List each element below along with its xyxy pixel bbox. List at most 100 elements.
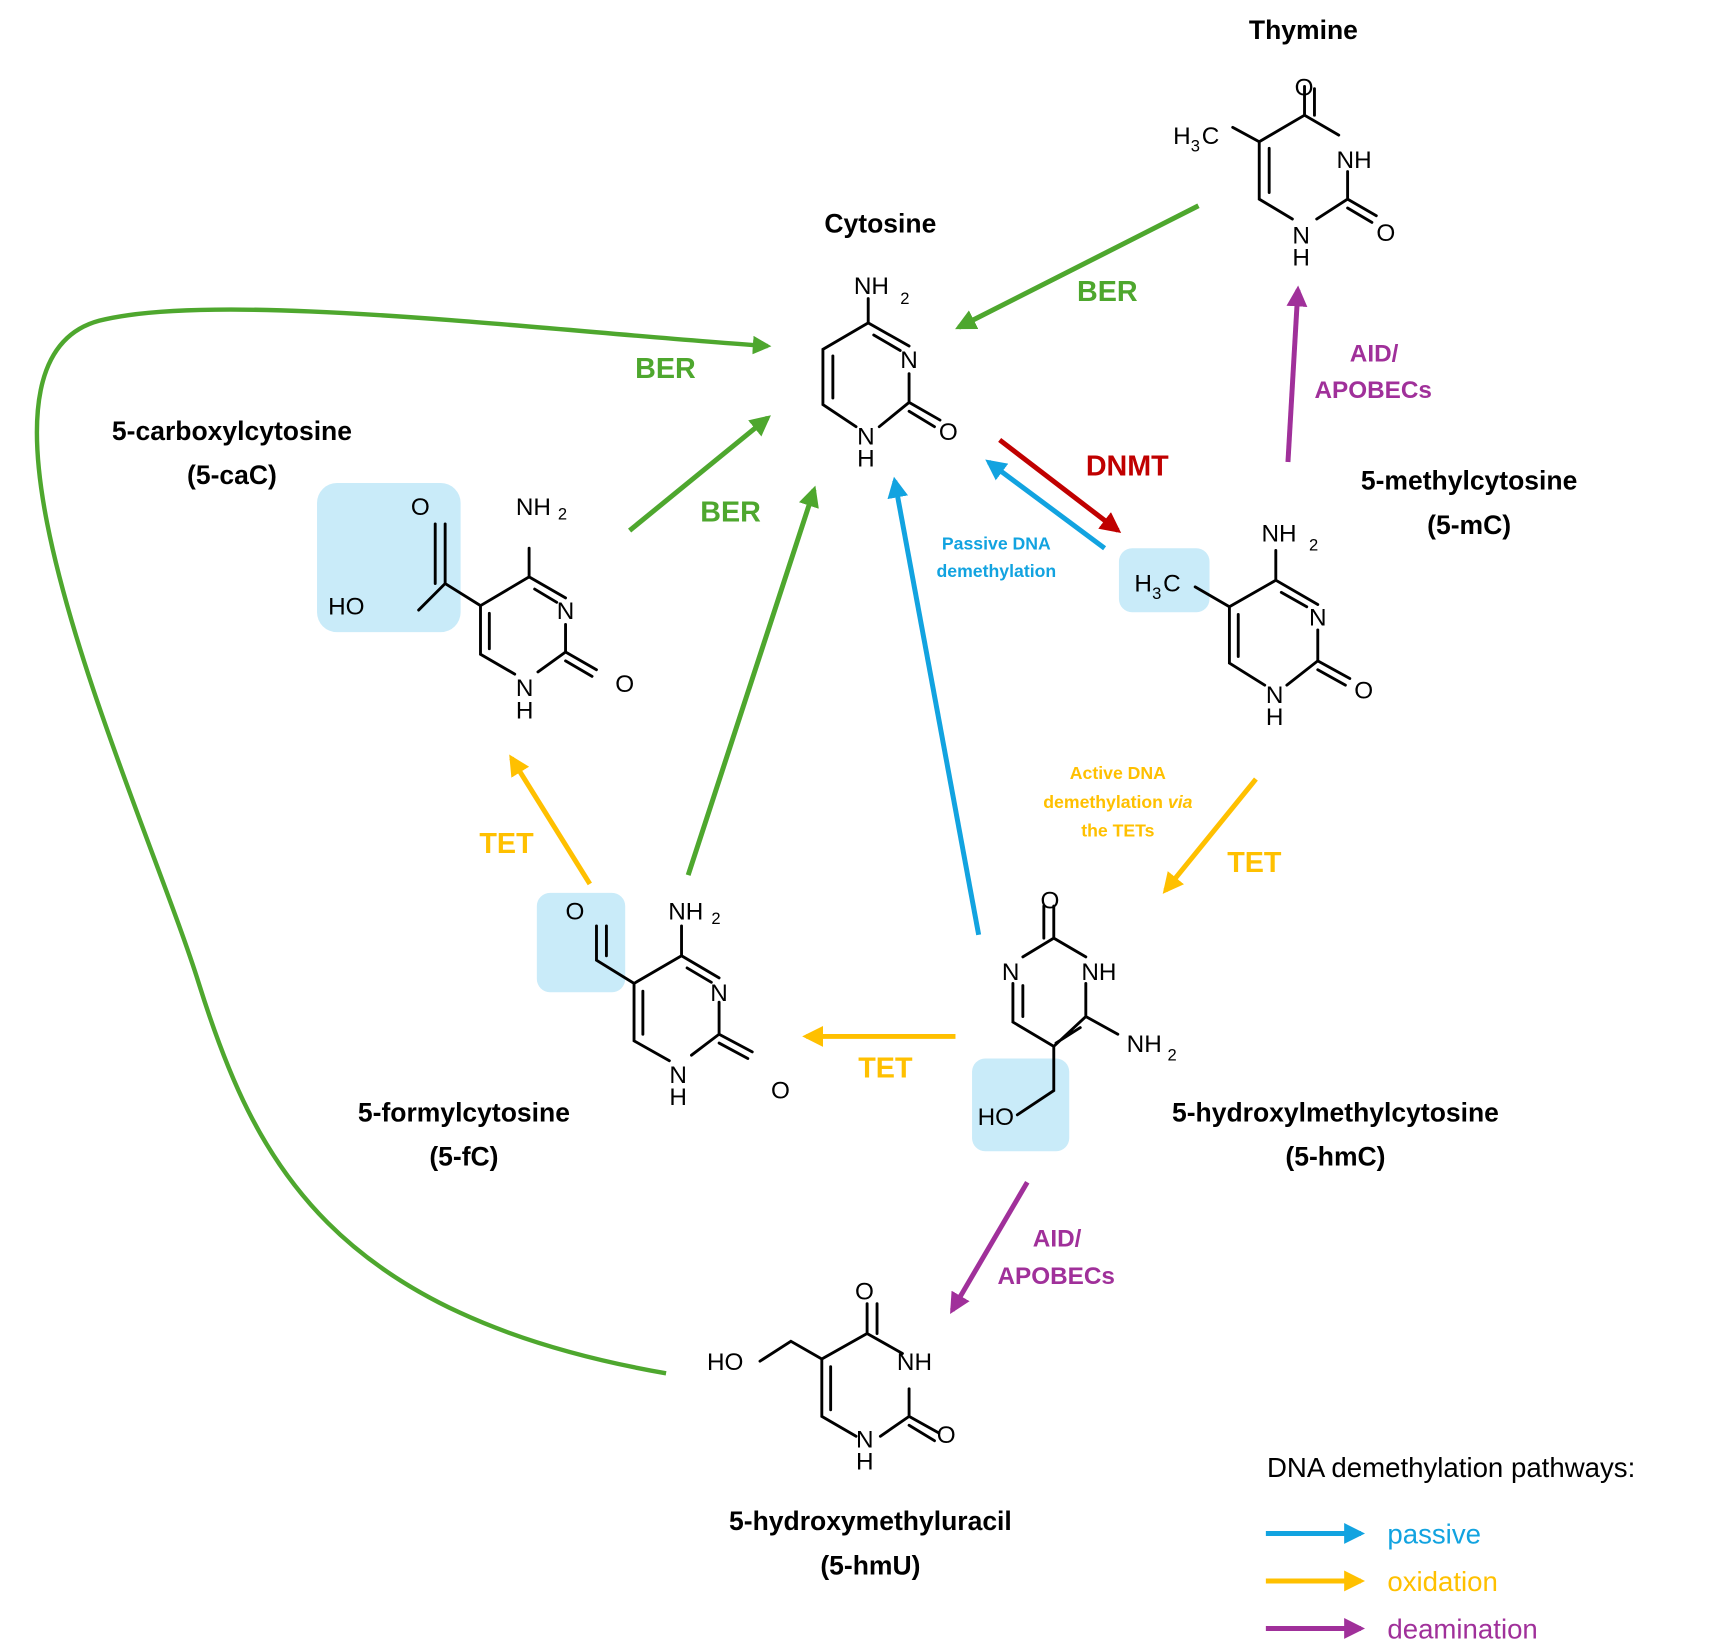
deamination-arrow-hmc-to-hmu bbox=[950, 1180, 1030, 1314]
h3c-group: H bbox=[1173, 123, 1191, 150]
hmc-structure: O N NH NH 2 HO bbox=[978, 887, 1177, 1131]
aid-label-mc-line2: APOBECs bbox=[1314, 377, 1431, 404]
legend-label-deamination: deamination bbox=[1387, 1613, 1537, 1644]
tet-label-hmc: TET bbox=[858, 1052, 913, 1084]
nh2-group: NH bbox=[668, 898, 703, 925]
active-note-line2: demethylation via bbox=[1043, 792, 1192, 812]
o-atom: O bbox=[939, 419, 958, 446]
o-atom: O bbox=[615, 671, 634, 698]
h-atom: H bbox=[857, 445, 875, 472]
n-atom: N bbox=[1002, 959, 1020, 986]
nh-atom: NH bbox=[1081, 959, 1116, 986]
active-note-via: via bbox=[1168, 792, 1193, 812]
nh-atom: NH bbox=[897, 1349, 932, 1376]
n-atom: N bbox=[1266, 682, 1284, 709]
n-atom: N bbox=[1292, 222, 1310, 249]
c-atom: C bbox=[1163, 570, 1181, 597]
dnmt-arrow-cytosine-to-mc bbox=[998, 437, 1122, 534]
aid-label-hmc-line2: APOBECs bbox=[997, 1263, 1114, 1290]
h-atom: H bbox=[516, 697, 534, 724]
passive-note-line2: demethylation bbox=[936, 561, 1056, 581]
fc-abbr: (5-fC) bbox=[429, 1142, 498, 1172]
o-atom: O bbox=[771, 1077, 790, 1104]
ber-label-hmu: BER bbox=[635, 353, 696, 385]
n-atom: N bbox=[857, 423, 875, 450]
c-atom: C bbox=[1202, 123, 1220, 150]
n-atom: N bbox=[900, 347, 918, 374]
n-atom: N bbox=[516, 675, 534, 702]
nh2-group: NH bbox=[1261, 521, 1296, 548]
hmu-structure: O HO NH N H O bbox=[707, 1278, 956, 1475]
h-atom: H bbox=[1266, 704, 1284, 731]
subscript-2: 2 bbox=[1168, 1046, 1177, 1065]
n-atom: N bbox=[1309, 605, 1327, 632]
cytosine-structure: NH 2 N N H O bbox=[821, 273, 958, 472]
nh-atom: NH bbox=[1337, 147, 1372, 174]
n-atom: N bbox=[710, 980, 728, 1007]
h-atom: H bbox=[856, 1448, 874, 1475]
fc-name: 5-formylcytosine bbox=[358, 1097, 570, 1127]
ber-arrow-thymine-to-cytosine bbox=[955, 203, 1200, 330]
o-atom: O bbox=[411, 494, 430, 521]
mc-abbr: (5-mC) bbox=[1427, 510, 1511, 540]
hydroxymethyl-highlight bbox=[972, 1058, 1070, 1152]
active-note-line3: the TETs bbox=[1081, 820, 1154, 840]
ber-label-cac: BER bbox=[700, 497, 761, 529]
mc-name: 5-methylcytosine bbox=[1361, 466, 1578, 496]
hmu-abbr: (5-hmU) bbox=[820, 1550, 920, 1580]
ber-arrow-cac-to-cytosine bbox=[628, 415, 771, 533]
passive-arrow-hmc-to-cytosine bbox=[887, 476, 982, 936]
hmu-name: 5-hydroxymethyluracil bbox=[729, 1506, 1012, 1536]
deamination-arrow-mc-to-thymine bbox=[1285, 285, 1308, 463]
legend-title: DNA demethylation pathways: bbox=[1267, 1452, 1635, 1483]
passive-arrow-mc-to-cytosine bbox=[985, 459, 1107, 551]
ber-label-thymine: BER bbox=[1077, 276, 1138, 308]
cac-name: 5-carboxylcytosine bbox=[112, 416, 352, 446]
ho-group: HO bbox=[707, 1349, 743, 1376]
h-atom: H bbox=[1292, 244, 1310, 271]
tet-label-fc: TET bbox=[479, 828, 534, 860]
ber-arrow-fc-to-cytosine bbox=[685, 485, 819, 876]
fc-structure: O NH 2 N N H O bbox=[566, 898, 790, 1111]
tet-label-mc: TET bbox=[1227, 847, 1282, 879]
nh2-group: NH bbox=[854, 273, 889, 300]
carboxyl-highlight bbox=[317, 483, 461, 633]
ho-group: HO bbox=[328, 593, 364, 620]
thymine-structure: O H 3 C NH N H O bbox=[1173, 74, 1395, 271]
tet-arrow-fc-to-cac bbox=[509, 754, 592, 886]
ber-arrow-hmu-to-cytosine bbox=[34, 307, 772, 1376]
o-atom: O bbox=[1041, 887, 1060, 914]
n-atom: N bbox=[856, 1426, 874, 1453]
active-note-line1: Active DNA bbox=[1070, 763, 1166, 783]
o-atom: O bbox=[566, 898, 585, 925]
subscript-2: 2 bbox=[1309, 535, 1318, 554]
cac-abbr: (5-caC) bbox=[187, 460, 277, 490]
methyl-highlight bbox=[1118, 548, 1210, 613]
n-atom: N bbox=[669, 1062, 687, 1089]
legend: DNA demethylation pathways: passive oxid… bbox=[1265, 1452, 1635, 1644]
n-atom: N bbox=[557, 598, 575, 625]
h-atom: H bbox=[669, 1084, 687, 1111]
subscript-3: 3 bbox=[1152, 584, 1161, 603]
legend-label-passive: passive bbox=[1387, 1518, 1481, 1549]
thymine-name: Thymine bbox=[1249, 15, 1358, 45]
aid-label-mc-line1: AID/ bbox=[1350, 341, 1399, 368]
ho-group: HO bbox=[978, 1104, 1014, 1131]
subscript-3: 3 bbox=[1191, 137, 1200, 156]
aid-label-hmc-line1: AID/ bbox=[1033, 1225, 1082, 1252]
o-atom: O bbox=[1295, 74, 1314, 101]
nh2-group: NH bbox=[1127, 1031, 1162, 1058]
hmc-abbr: (5-hmC) bbox=[1285, 1142, 1385, 1172]
o-atom: O bbox=[1354, 677, 1373, 704]
formyl-highlight bbox=[536, 892, 626, 993]
nh2-group: NH bbox=[516, 494, 551, 521]
subscript-2: 2 bbox=[558, 504, 567, 523]
h3c-group: H bbox=[1134, 570, 1152, 597]
active-note-demethylation: demethylation bbox=[1043, 792, 1168, 812]
o-atom: O bbox=[937, 1422, 956, 1449]
o-atom: O bbox=[855, 1278, 874, 1305]
subscript-2: 2 bbox=[900, 289, 909, 308]
passive-note-line1: Passive DNA bbox=[942, 533, 1051, 553]
subscript-2: 2 bbox=[711, 909, 720, 928]
